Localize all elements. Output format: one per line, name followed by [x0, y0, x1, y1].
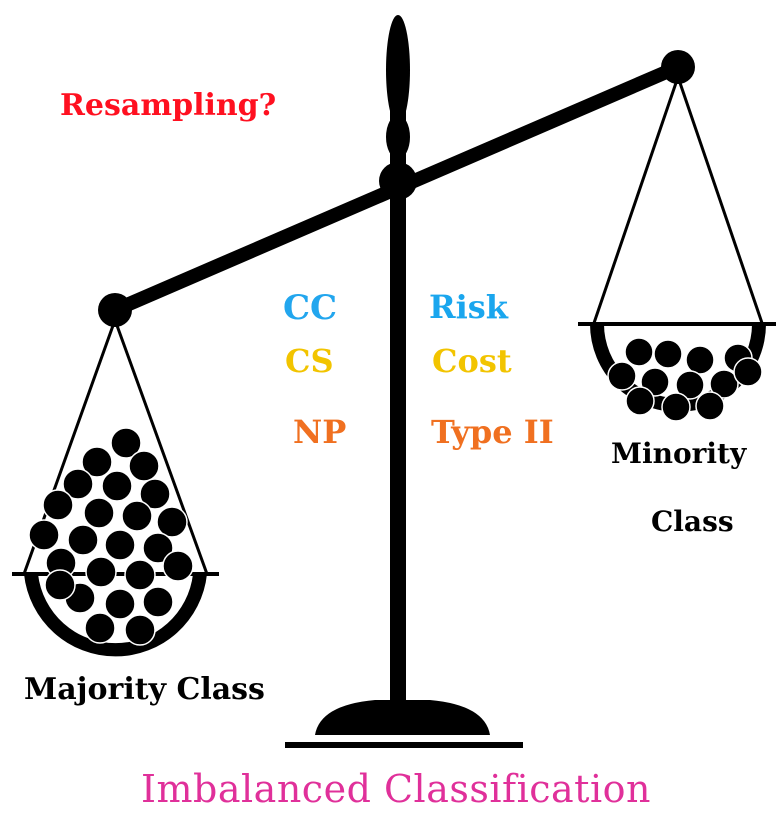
- majority-class-balls: [28, 427, 194, 646]
- ball: [709, 369, 739, 399]
- ball: [104, 529, 136, 561]
- ball: [44, 569, 76, 601]
- resampling-label: Resampling?: [60, 88, 277, 123]
- minority-class-balls: [607, 337, 763, 422]
- ball: [85, 556, 117, 588]
- majority-pan: [12, 319, 219, 657]
- ball: [28, 519, 60, 551]
- ball: [62, 468, 94, 500]
- ball: [675, 370, 705, 400]
- left-string-right: [113, 319, 209, 575]
- cost-label: Cost: [432, 342, 512, 380]
- minority-pan: [578, 76, 776, 422]
- right-string-left: [592, 76, 680, 324]
- scale-base-line: [285, 742, 523, 748]
- ball: [84, 612, 116, 644]
- diagram-title: Imbalanced Classification: [141, 767, 651, 811]
- ball: [685, 345, 715, 375]
- minority-label-line1: Minority: [611, 437, 747, 470]
- ball: [124, 559, 156, 591]
- scale-pole-knob: [386, 115, 410, 159]
- ball: [653, 339, 683, 369]
- ball: [67, 524, 99, 556]
- cs-label: CS: [285, 342, 334, 380]
- ball: [81, 446, 113, 478]
- ball: [42, 489, 74, 521]
- scale-finial: [386, 15, 410, 125]
- ball: [104, 588, 136, 620]
- ball: [607, 361, 637, 391]
- minority-label-line2: Class: [651, 505, 734, 538]
- ball: [625, 386, 655, 416]
- ball: [624, 337, 654, 367]
- ball: [101, 470, 133, 502]
- right-string-right: [676, 76, 764, 324]
- majority-class-label: Majority Class: [24, 672, 265, 707]
- ball: [124, 614, 156, 646]
- beam-pivot: [379, 162, 417, 200]
- ball: [83, 497, 115, 529]
- ball: [121, 500, 153, 532]
- risk-label: Risk: [429, 288, 508, 326]
- right-beam-end: [661, 50, 695, 84]
- left-beam-end: [98, 293, 132, 327]
- left-pan-bowl: [24, 574, 207, 657]
- np-label: NP: [293, 413, 347, 451]
- cc-label: CC: [283, 288, 338, 328]
- type-ii-label: Type II: [431, 413, 554, 451]
- ball: [128, 450, 160, 482]
- scale-pole: [390, 95, 406, 703]
- ball: [110, 427, 142, 459]
- ball: [142, 586, 174, 618]
- scale-base-dome: [315, 700, 490, 735]
- ball: [162, 550, 194, 582]
- ball: [139, 478, 171, 510]
- ball: [156, 506, 188, 538]
- ball: [733, 357, 763, 387]
- ball: [661, 392, 691, 422]
- ball: [142, 532, 174, 564]
- ball: [695, 391, 725, 421]
